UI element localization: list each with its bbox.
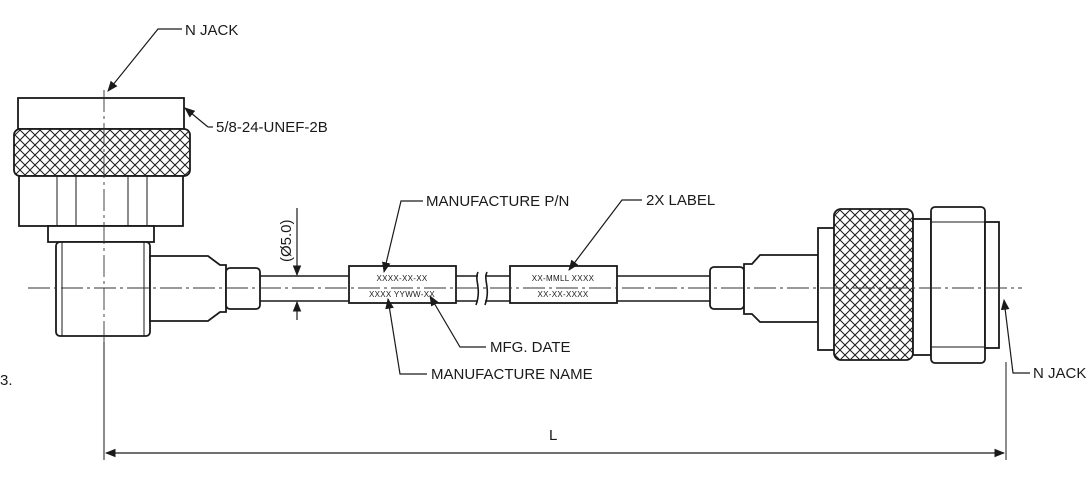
cable-break-symbol	[475, 271, 489, 306]
length-dimension: L	[103, 342, 1007, 460]
label-1: XXXX-XX-XX XXXX YYWW-XX	[348, 265, 457, 304]
manufacture-pn-label: MANUFACTURE P/N	[426, 193, 569, 210]
left-connector-cap	[17, 97, 185, 130]
diameter-label: (Ø5.0)	[278, 219, 295, 262]
diameter-dimension: (Ø5.0)	[278, 208, 303, 320]
right-interface-face	[984, 221, 1000, 349]
mfg-date-label: MFG. DATE	[490, 339, 571, 356]
cable	[260, 271, 712, 306]
n-jack-right-label: N JACK	[1033, 365, 1086, 382]
label-2-line-2: XX-XX-XXXX	[537, 290, 588, 299]
right-body	[912, 218, 932, 356]
left-neck	[47, 225, 155, 243]
right-knurled-nut	[833, 208, 914, 361]
thread-spec-label: 5/8-24-UNEF-2B	[216, 119, 328, 136]
left-hex-body	[18, 175, 184, 227]
right-connector	[709, 206, 1000, 364]
left-crimp-sleeve	[225, 267, 261, 310]
n-jack-top-label: N JACK	[185, 22, 238, 39]
left-elbow-body	[55, 241, 151, 337]
label-2-line-1: XX-MMLL XXXX	[532, 274, 595, 283]
label-1-line-2: XXXX YYWW-XX	[369, 290, 435, 299]
manufacture-name-label: MANUFACTURE NAME	[431, 366, 593, 383]
label-count-label: 2X LABEL	[646, 192, 715, 209]
left-knurled-nut	[13, 128, 191, 177]
left-ferrule	[149, 255, 227, 322]
left-connector	[13, 97, 261, 337]
label-1-line-1: XXXX-XX-XX	[376, 274, 427, 283]
margin-mark: 3.	[0, 372, 13, 389]
length-label: L	[549, 427, 557, 444]
label-2: XX-MMLL XXXX XX-XX-XXXX	[509, 265, 618, 304]
right-ferrule	[743, 254, 819, 323]
right-hex-body	[930, 206, 986, 364]
